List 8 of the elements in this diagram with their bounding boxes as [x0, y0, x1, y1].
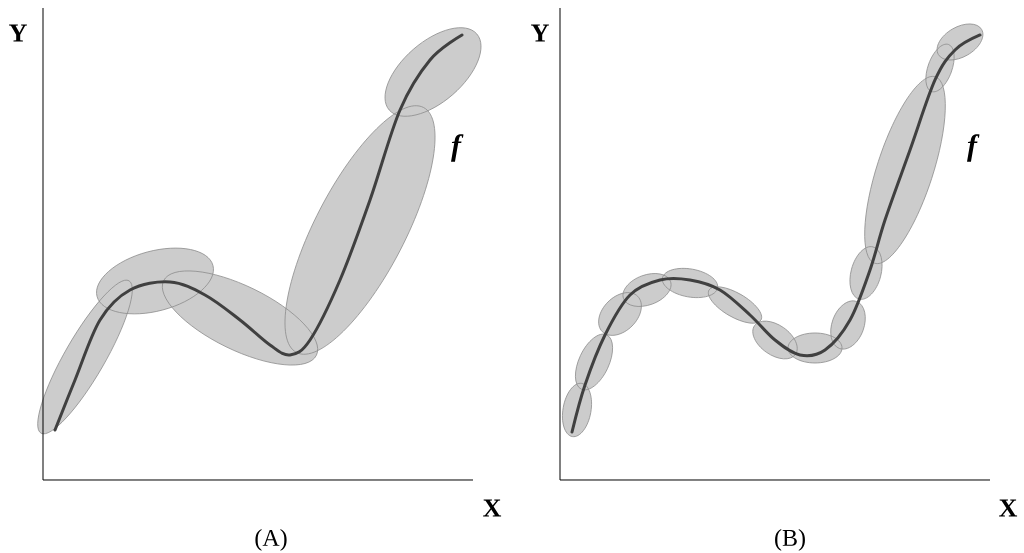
- function-label: f: [967, 134, 980, 162]
- axis-label: Y: [531, 24, 549, 42]
- axis-label: X: [483, 499, 502, 517]
- axis-label: X: [999, 499, 1018, 517]
- axis-label: Y: [9, 24, 27, 42]
- panel-label: (A): [255, 529, 287, 551]
- function-label: f: [451, 134, 464, 162]
- panel-label: (B): [775, 529, 805, 551]
